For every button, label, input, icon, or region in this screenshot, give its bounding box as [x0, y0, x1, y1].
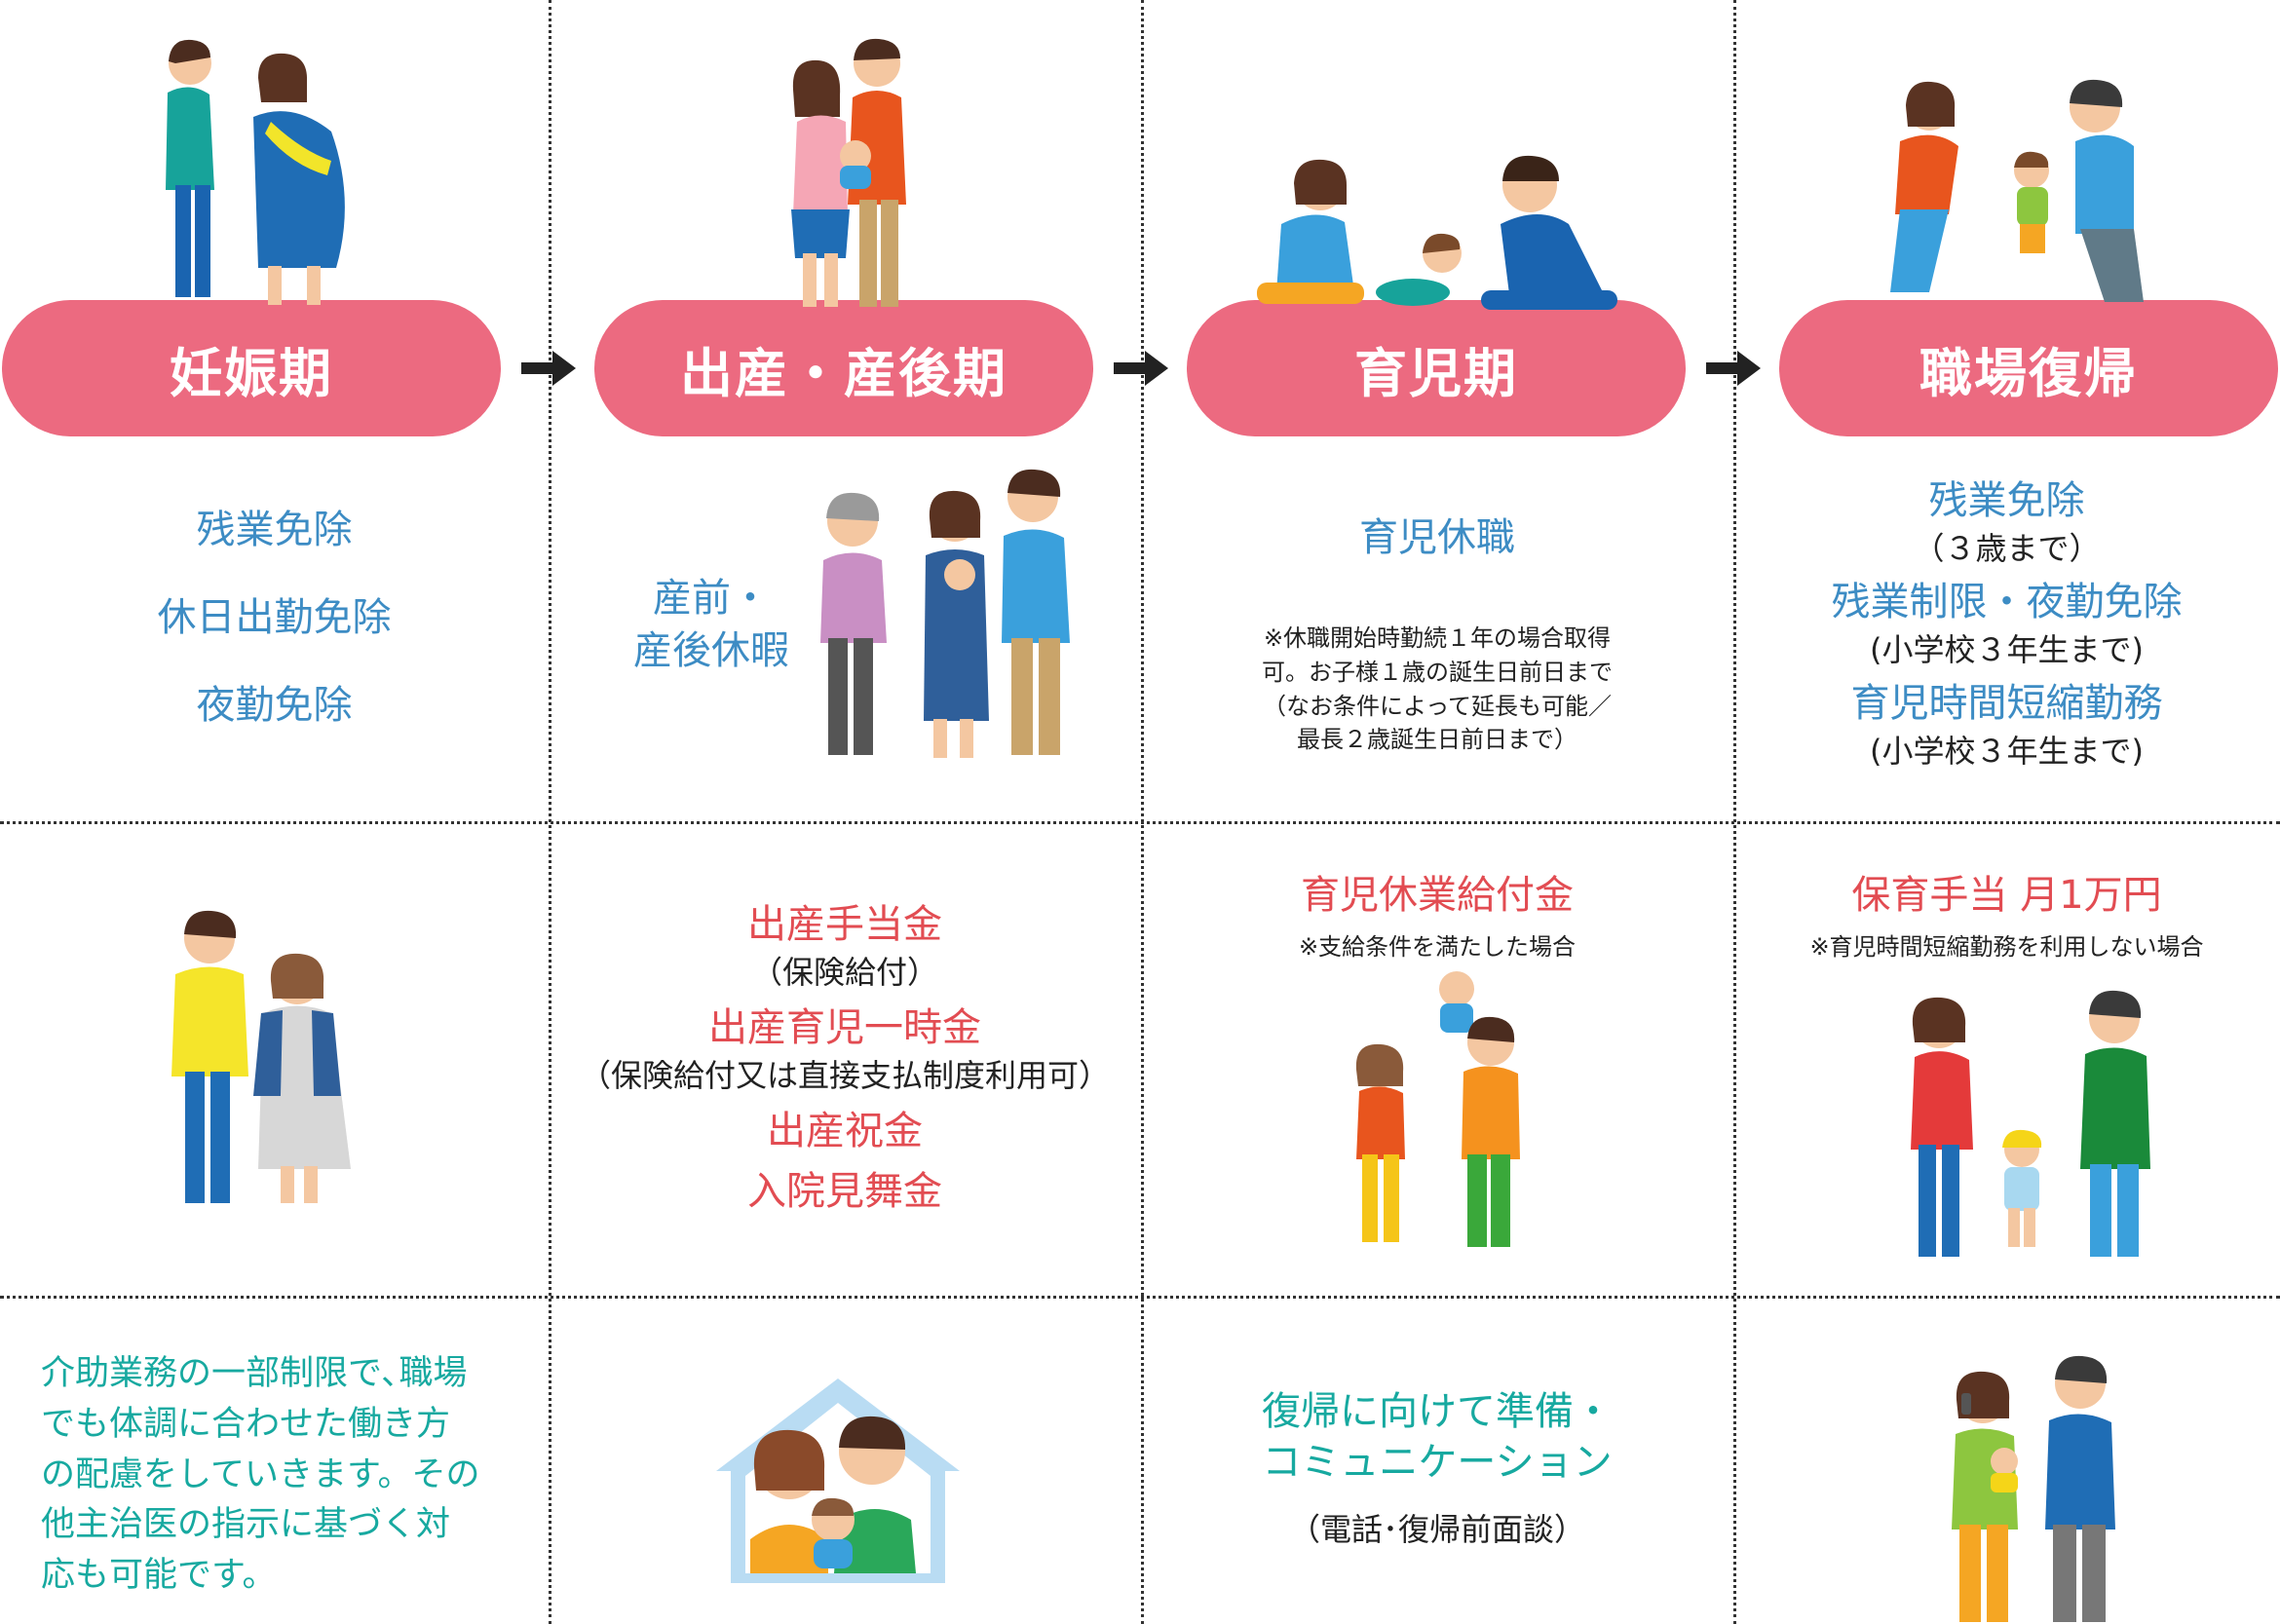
parents-with-crawling-baby-illustration — [1257, 155, 1617, 310]
text-line: 復帰に向けて準備・ — [1262, 1389, 1613, 1434]
text-line: でも体調に合わせた働き方 — [41, 1404, 451, 1444]
stage-birth-postpartum: 出産・産後期 — [594, 300, 1093, 436]
column-divider — [549, 0, 551, 1624]
arrow-right-icon — [1706, 351, 1761, 386]
text-line: の配慮をしていきます。その — [41, 1454, 480, 1494]
couple-holding-newborn-illustration — [791, 38, 906, 307]
benefit-item: 夜勤免除 — [196, 683, 353, 728]
text-line: 介助業務の一部制限で､職場 — [41, 1354, 468, 1393]
row-divider — [0, 821, 2280, 824]
childcare-allowance-title: 保育手当 月1万円 — [1851, 873, 2162, 918]
arrow-right-icon — [1114, 351, 1168, 386]
pregnancy-benefits-list: 残業免除 休日出勤免除 夜勤免除 — [0, 507, 549, 729]
text-line: 他主治医の指示に基づく対 — [41, 1505, 451, 1545]
benefit-condition: （保険給付） — [750, 954, 938, 991]
workplace-consideration-text: 介助業務の一部制限で､職場 でも体調に合わせた働き方 の配慮をしていきます。その… — [41, 1349, 528, 1602]
birth-financial-benefits: 出産手当金 （保険給付） 出産育児一時金 （保険給付又は直接支払制度利用可） 出… — [549, 901, 1141, 1215]
childcare-benefit-title: 育児休業給付金 — [1301, 873, 1574, 918]
benefit-condition: (小学校３年生まで) — [1870, 733, 2144, 770]
column-divider — [1141, 0, 1144, 1624]
benefit-item: 育児時間短縮勤務 — [1850, 681, 2163, 726]
family-holding-hands-illustration — [1911, 990, 2150, 1257]
benefit-item: 出産育児一時金 — [708, 1005, 981, 1050]
benefit-condition: （３歳まで） — [1913, 530, 2101, 567]
note-line: 最長２歳誕生日前日まで） — [1297, 726, 1577, 754]
stage-childcare: 育児期 — [1187, 300, 1686, 436]
benefit-item: 出産祝金 — [767, 1109, 923, 1153]
benefit-item: 残業免除 — [196, 508, 353, 552]
family-lifting-child-illustration — [1355, 971, 1520, 1247]
parents-with-toddler-walking-illustration — [1890, 79, 2144, 302]
benefit-condition: （保険給付又は直接支払制度利用可） — [579, 1057, 1110, 1094]
benefit-item: 休日出勤免除 — [157, 595, 392, 640]
note-line: ※休職開始時勤続１年の場合取得 — [1263, 624, 1612, 652]
benefit-item: 残業制限・夜勤免除 — [1831, 580, 2183, 624]
text-line: 応も可能です。 — [41, 1556, 277, 1596]
text-line: コミュニケーション — [1262, 1440, 1613, 1485]
maternity-leave-line: 産前・ — [653, 576, 770, 621]
benefit-item: 残業免除 — [1928, 478, 2085, 523]
maternity-leave-line: 産後休暇 — [633, 628, 789, 673]
note-line: （なお条件によって延長も可能／ — [1262, 692, 1613, 720]
benefit-item: 出産手当金 — [747, 902, 942, 947]
note-line: 可。お子様１歳の誕生日前日まで — [1262, 658, 1613, 686]
column-divider — [1733, 0, 1736, 1624]
stage-return-to-work: 職場復帰 — [1779, 300, 2278, 436]
pregnant-couple-walking-illustration — [166, 39, 345, 305]
row-divider — [0, 1296, 2280, 1299]
childcare-allowance-note: ※育児時間短縮勤務を利用しない場合 — [1809, 933, 2204, 961]
text-subline: （電話･復帰前面談） — [1288, 1511, 1585, 1548]
grandmother-and-family-illustration — [820, 469, 1070, 758]
return-to-work-benefits: 残業免除 （３歳まで） 残業制限・夜勤免除 (小学校３年生まで) 育児時間短縮勤… — [1733, 477, 2280, 772]
return-preparation-text: 復帰に向けて準備・ コミュニケーション （電話･復帰前面談） — [1141, 1388, 1733, 1550]
maternity-leave-label: 産前・ 産後休暇 — [594, 575, 828, 674]
parents-on-phone-with-baby-illustration — [1952, 1355, 2115, 1622]
childcare-benefit-note: ※支給条件を満たした場合 — [1298, 933, 1577, 961]
childcare-leave-title: 育児休職 — [1359, 515, 1515, 560]
benefit-item: 入院見舞金 — [747, 1169, 942, 1214]
childcare-leave-note: ※休職開始時勤続１年の場合取得 可。お子様１歳の誕生日前日まで （なお条件によっ… — [1141, 622, 1733, 757]
stage-pregnancy: 妊娠期 — [2, 300, 501, 436]
family-at-home-illustration — [716, 1379, 960, 1583]
couple-standing-illustration — [171, 910, 351, 1203]
benefit-condition: (小学校３年生まで) — [1870, 631, 2144, 668]
arrow-right-icon — [521, 351, 576, 386]
